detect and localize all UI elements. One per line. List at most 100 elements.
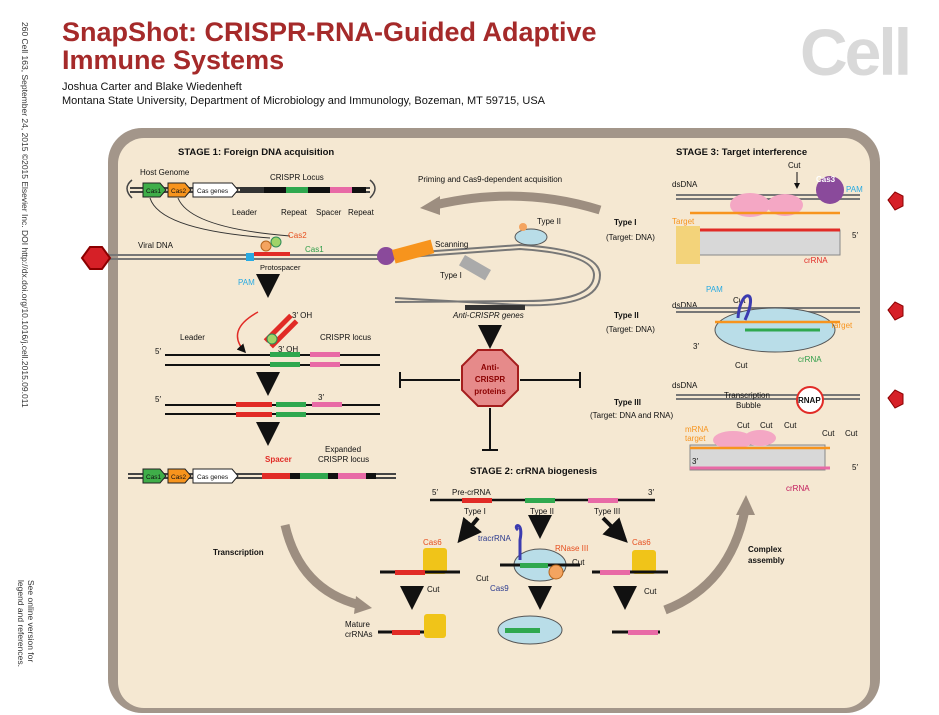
spacer-1: [286, 187, 308, 193]
rnase-iii: [548, 564, 564, 580]
rnap-label: RNAP: [798, 396, 821, 405]
anti-crispr-genes-label: Anti-CRISPR genes: [452, 311, 524, 320]
type-iii-s3: Type III: [614, 398, 641, 407]
scanning-label: Scanning: [435, 240, 468, 249]
pre-crrna-label: Pre-crRNA: [452, 488, 491, 497]
repeat-label-1: Repeat: [281, 208, 308, 217]
cas1-label: Cas1: [305, 245, 324, 254]
cut-label-s3-4: Cut: [822, 429, 835, 438]
type-i-label-mid: Type I: [440, 271, 462, 280]
cascade-backbone-1: [689, 229, 841, 256]
cas-genes-label-2: Cas genes: [197, 474, 229, 481]
crrna-label-1: crRNA: [804, 256, 828, 265]
cut-label-s3-3: Cut: [735, 361, 748, 370]
cas1-gene: [142, 182, 167, 198]
cas2-label: Cas2: [288, 231, 307, 240]
protospacer-label: Protospacer: [260, 263, 301, 272]
five-prime-s3-1: 5′: [852, 231, 858, 240]
repeat-label-2: Repeat: [348, 208, 375, 217]
cut-label-s3-5: Cut: [845, 429, 858, 438]
complex-label-1: Complex: [748, 545, 782, 554]
spacer-label: Spacer: [316, 208, 342, 217]
cut-label-1: Cut: [427, 585, 440, 594]
cas3-label: Cas3: [816, 175, 836, 184]
complex-assembly-arrow: [663, 509, 750, 615]
cas3-protein: [816, 176, 844, 204]
dsdna-label-2: dsDNA: [672, 301, 698, 310]
cas6-bound-1: [676, 226, 700, 264]
cut-label-3: Cut: [476, 574, 489, 583]
dsdna-label-1: dsDNA: [672, 180, 698, 189]
mature-label-1: Mature: [345, 620, 370, 629]
cas9-scanning: [514, 228, 548, 246]
cas6-label-2: Cas6: [632, 538, 651, 547]
five-prime-2: 5′: [155, 395, 161, 404]
rnase-iii-label: RNase III: [555, 544, 588, 553]
mrna-target-1: mRNA: [685, 425, 709, 434]
priming-label: Priming and Cas9-dependent acquisition: [418, 175, 562, 184]
anti-crispr-text-1: Anti-: [481, 363, 500, 372]
mature-label-2: crRNAs: [345, 630, 373, 639]
cas-pink-1a: [730, 193, 770, 217]
leader-label-2: Leader: [180, 333, 205, 342]
cas9-label: Cas9: [490, 584, 509, 593]
priming-arrow: [433, 191, 602, 215]
cut-label-s3-8: Cut: [784, 421, 797, 430]
cut-label-2: Cut: [572, 558, 585, 567]
cascade-complex: [392, 239, 435, 264]
crispr-locus-label: CRISPR Locus: [270, 173, 324, 182]
cell-logo: Cell: [800, 15, 912, 89]
complex-label-2: assembly: [748, 556, 785, 565]
cas6-protein-1: [423, 548, 447, 574]
cas-genes: [192, 182, 239, 198]
stage1-title: STAGE 1: Foreign DNA acquisition: [178, 147, 334, 158]
cas1-gene-label: Cas1: [146, 188, 162, 195]
pam-marker: [246, 253, 254, 261]
cut-label-s3-6: Cut: [737, 421, 750, 430]
integration-arrow: [236, 311, 259, 354]
spacer-2: [330, 187, 352, 193]
protospacer-marker: [254, 252, 290, 256]
anti-crispr-text-3: proteins: [474, 387, 506, 396]
phage-right-3: [887, 389, 904, 409]
type-i-target: (Target: DNA): [606, 233, 655, 242]
anti-crispr-stop-sign: [461, 349, 519, 407]
type-ii-s2: Type II: [530, 507, 554, 516]
cas1-gene-label-2: Cas1: [146, 474, 162, 481]
type-ii-target: (Target: DNA): [606, 325, 655, 334]
expanded-locus-2: CRISPR locus: [318, 455, 369, 464]
affiliation: Montana State University, Department of …: [62, 95, 546, 107]
three-oh-2: 3′ OH: [278, 345, 298, 354]
transcription-label: Transcription: [213, 548, 264, 557]
leader-label: Leader: [232, 208, 257, 217]
mrna-target-2: target: [685, 434, 706, 443]
spacer-new-label: Spacer: [265, 455, 292, 464]
repeat-2: [308, 187, 330, 193]
leader-seq: [240, 187, 264, 193]
cut-label-4: Cut: [644, 587, 657, 596]
cut-label-s3-2: Cut: [733, 296, 746, 305]
cas2-protein: [260, 240, 272, 252]
phage-right-2: [887, 301, 904, 321]
type-i-s2: Type I: [464, 507, 486, 516]
stage3-title: STAGE 3: Target interference: [676, 147, 807, 158]
cascade-head: [377, 247, 395, 265]
viral-dna-loop: [379, 243, 602, 307]
three-prime-pre: 3′: [648, 488, 654, 497]
type-iii-target: (Target: DNA and RNA): [590, 411, 673, 420]
cas2-gene: [167, 182, 192, 198]
three-prime-s3: 3′: [693, 342, 699, 351]
cas1-path: [149, 197, 271, 239]
page-title: SnapShot: CRISPR-RNA-Guided Adaptive Imm…: [62, 18, 597, 74]
pam-label: PAM: [238, 278, 255, 287]
pam-label-s3-1: PAM: [846, 185, 863, 194]
viral-dna-label: Viral DNA: [138, 241, 174, 250]
cas6-label-1: Cas6: [423, 538, 442, 547]
anti-crispr-text-2: CRISPR: [475, 375, 505, 384]
type-i-s3: Type I: [614, 218, 637, 227]
tracrrna-label: tracrRNA: [478, 534, 512, 543]
dsdna-label-3: dsDNA: [672, 381, 698, 390]
cas2-gene-label: Cas2: [171, 188, 187, 195]
pam-label-s3-2: PAM: [706, 285, 723, 294]
